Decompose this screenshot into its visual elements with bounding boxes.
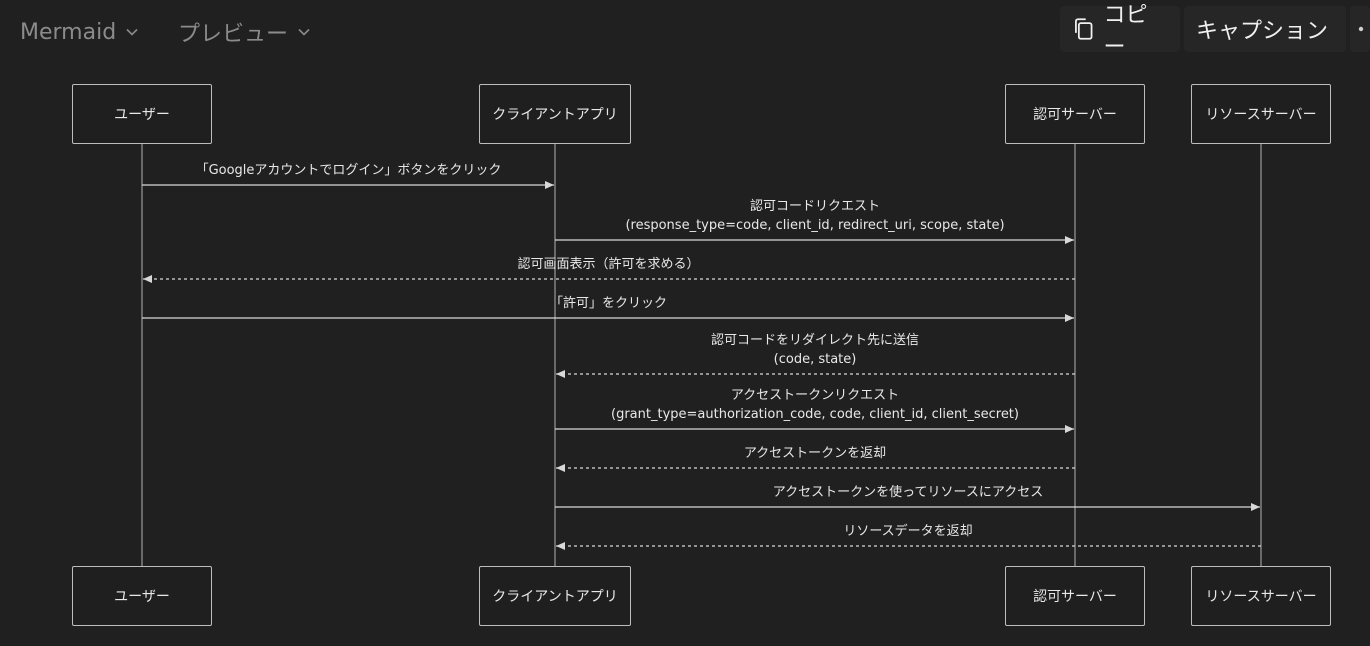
message-label: (code, state)	[773, 352, 857, 367]
message-label: (grant_type=authorization_code, code, cl…	[611, 407, 1019, 422]
message-label: 認可画面表示（許可を求める）	[517, 257, 700, 272]
message-label: 認可コードをリダイレクト先に送信	[710, 333, 919, 348]
message-label: アクセストークンリクエスト	[730, 388, 900, 403]
actor-box-top: 認可サーバー	[1005, 84, 1145, 144]
view-mode-dropdown[interactable]: プレビュー	[178, 14, 312, 50]
chevron-down-icon	[298, 28, 310, 36]
toolbar: Mermaid プレビュー コピー キャプション	[0, 0, 1370, 62]
copy-button[interactable]: コピー	[1060, 3, 1180, 60]
actor-box-top: クライアントアプリ	[479, 84, 631, 144]
actor-box-bottom: 認可サーバー	[1005, 566, 1145, 626]
language-dropdown[interactable]: Mermaid	[20, 14, 140, 50]
message-label: リソースデータを返却	[843, 524, 973, 539]
copy-label: コピー	[1103, 3, 1148, 60]
more-options-button[interactable]	[1350, 6, 1370, 52]
actor-box-bottom: リソースサーバー	[1191, 566, 1331, 626]
actor-box-top: ユーザー	[72, 84, 212, 144]
message-label: アクセストークンを使ってリソースにアクセス	[772, 485, 1044, 500]
message-label: 認可コードリクエスト	[749, 199, 880, 214]
actor-box-bottom: ユーザー	[72, 566, 212, 626]
dot-icon	[1358, 26, 1364, 32]
caption-button[interactable]: キャプション	[1184, 6, 1346, 52]
message-label: 「Googleアカウントでログイン」ボタンをクリック	[195, 163, 502, 178]
view-mode-label: プレビュー	[178, 22, 289, 47]
message-label: 「許可」をクリック	[549, 296, 667, 311]
message-label: アクセストークンを返却	[743, 446, 887, 461]
caption-label: キャプション	[1196, 19, 1329, 44]
copy-icon	[1075, 18, 1093, 40]
actor-box-top: リソースサーバー	[1191, 84, 1331, 144]
language-label: Mermaid	[20, 19, 117, 45]
actor-box-bottom: クライアントアプリ	[479, 566, 631, 626]
message-label: (response_type=code, client_id, redirect…	[625, 218, 1005, 233]
chevron-down-icon	[126, 28, 138, 36]
